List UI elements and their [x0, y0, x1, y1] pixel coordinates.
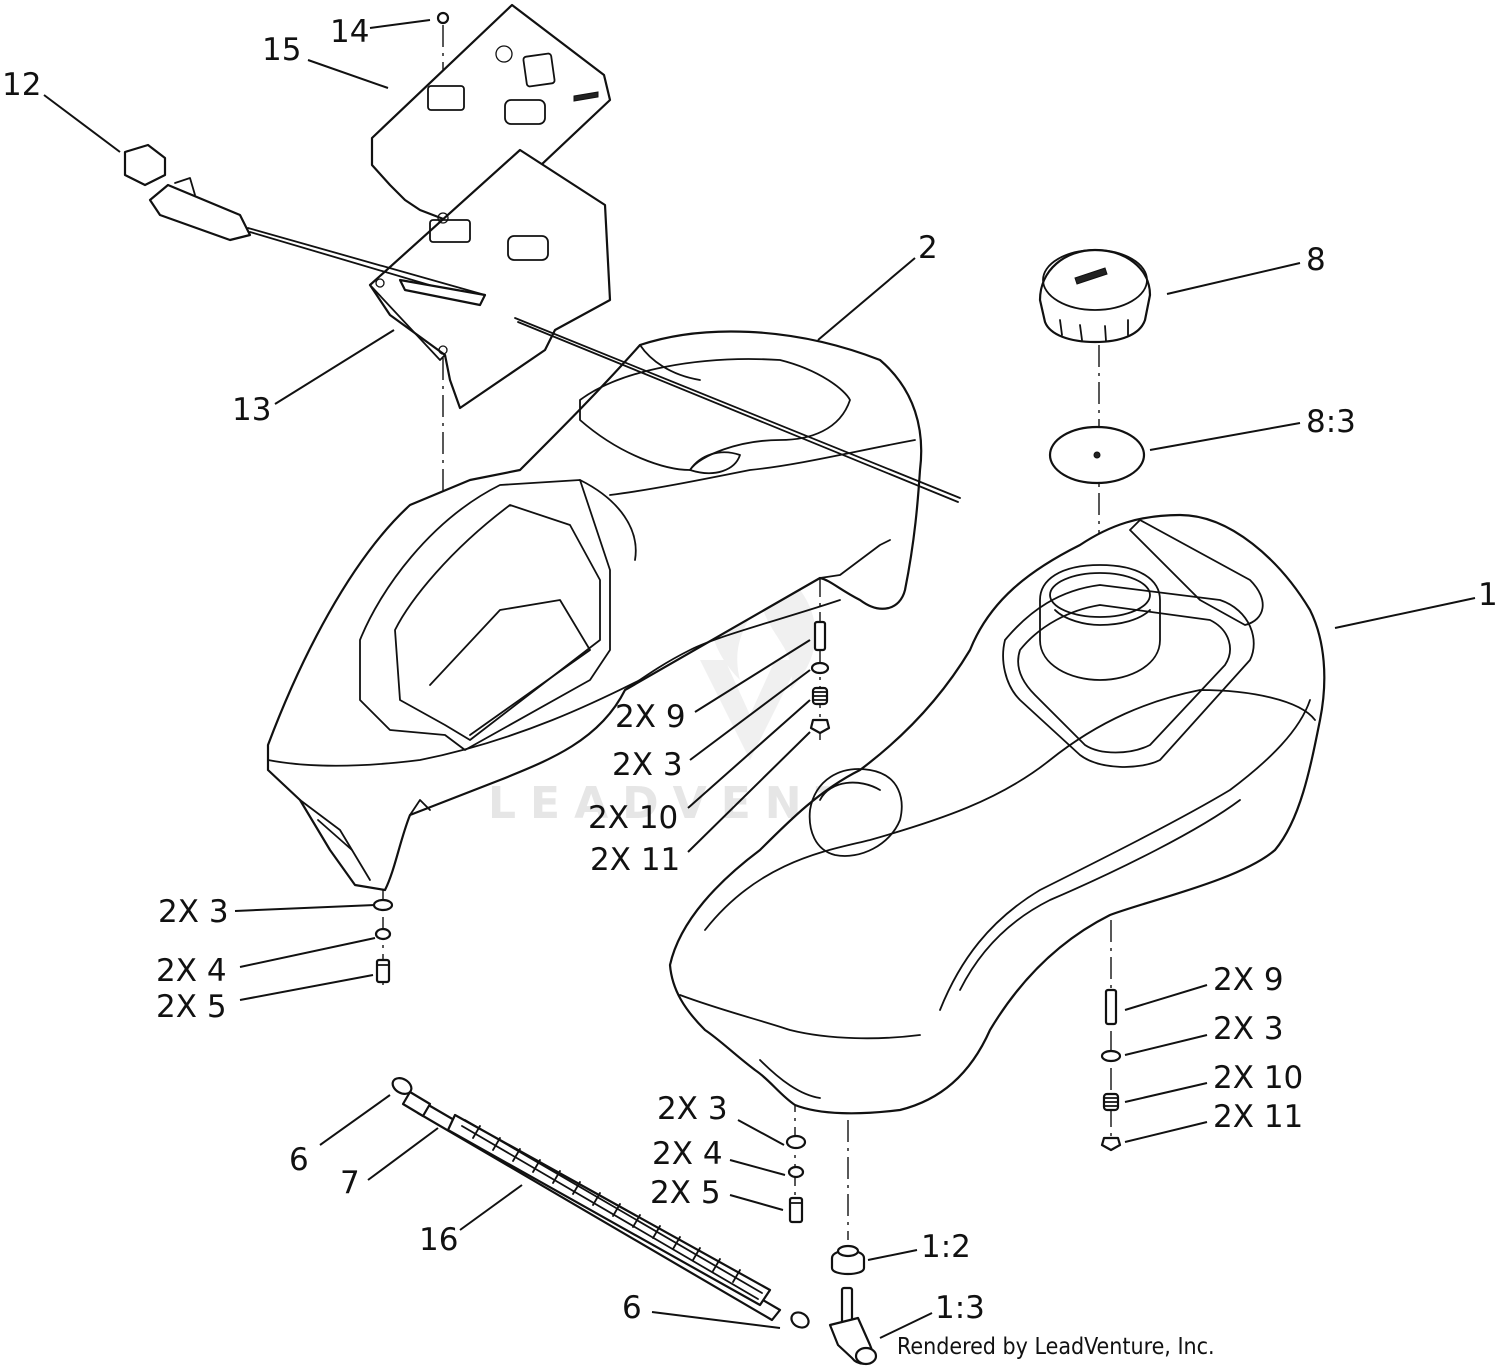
hardware-stack-upper-center — [809, 620, 831, 735]
hardware-stack-left-bottom — [372, 898, 394, 984]
callout-2x3-right: 2X 3 — [1213, 1011, 1284, 1047]
callout-6-lower: 6 — [622, 1290, 642, 1326]
callout-2x4-left: 2X 4 — [156, 953, 227, 989]
callout-2x11-upper: 2X 11 — [590, 842, 680, 878]
callout-8-3: 8:3 — [1306, 404, 1356, 440]
callout-2x4-tank: 2X 4 — [652, 1136, 723, 1172]
callout-7: 7 — [340, 1165, 360, 1201]
callout-2x10-upper: 2X 10 — [588, 800, 678, 836]
callout-6-upper: 6 — [289, 1142, 309, 1178]
callout-1: 1 — [1478, 577, 1498, 613]
callout-1-2: 1:2 — [921, 1229, 971, 1265]
callout-14: 14 — [330, 14, 369, 50]
part-6-hose-clamp-lower — [790, 1311, 810, 1329]
part-14-screw — [436, 11, 450, 25]
part-8-3-cap-gasket — [1048, 425, 1146, 485]
callout-2x3-upper: 2X 3 — [612, 747, 683, 783]
render-credit: Rendered by LeadVenture, Inc. — [897, 1334, 1215, 1360]
callout-2x10-right: 2X 10 — [1213, 1060, 1303, 1096]
part-12-fuel-sender — [123, 143, 487, 307]
callout-12: 12 — [2, 67, 41, 103]
callout-16: 16 — [419, 1222, 458, 1258]
leader-lines — [43, 19, 1476, 1339]
hardware-stack-tank-bottom — [785, 1134, 807, 1224]
callout-2x3-tank: 2X 3 — [657, 1091, 728, 1127]
part-8-fuel-cap — [1038, 248, 1152, 344]
part-1-2-grommet — [830, 1244, 866, 1276]
callout-1-3: 1:3 — [935, 1290, 985, 1326]
part-15-control-panel-decal — [370, 3, 612, 232]
callout-2x5-left: 2X 5 — [156, 989, 227, 1025]
callout-2x5-tank: 2X 5 — [650, 1175, 721, 1211]
part-16-hose-sleeve — [446, 1113, 772, 1307]
callout-15: 15 — [262, 32, 301, 68]
part-6-hose-clamp-upper — [391, 1077, 413, 1095]
callout-8: 8 — [1306, 242, 1326, 278]
callout-2x9-upper: 2X 9 — [615, 699, 686, 735]
hardware-stack-right — [1100, 988, 1122, 1152]
callout-2: 2 — [918, 230, 938, 266]
part-1-3-elbow-fitting — [828, 1286, 878, 1366]
part-2-console-body — [266, 317, 961, 892]
part-1-fuel-tank — [668, 513, 1326, 1115]
callout-labels: 12 14 15 13 2 8 8:3 1 2X 9 2X 3 2X 10 2X… — [2, 14, 1498, 1326]
callout-13: 13 — [232, 392, 271, 428]
callout-2x3-left: 2X 3 — [158, 894, 229, 930]
callout-2x11-right: 2X 11 — [1213, 1099, 1303, 1135]
callout-2x9-right: 2X 9 — [1213, 962, 1284, 998]
part-13-dash-panel — [368, 148, 612, 410]
